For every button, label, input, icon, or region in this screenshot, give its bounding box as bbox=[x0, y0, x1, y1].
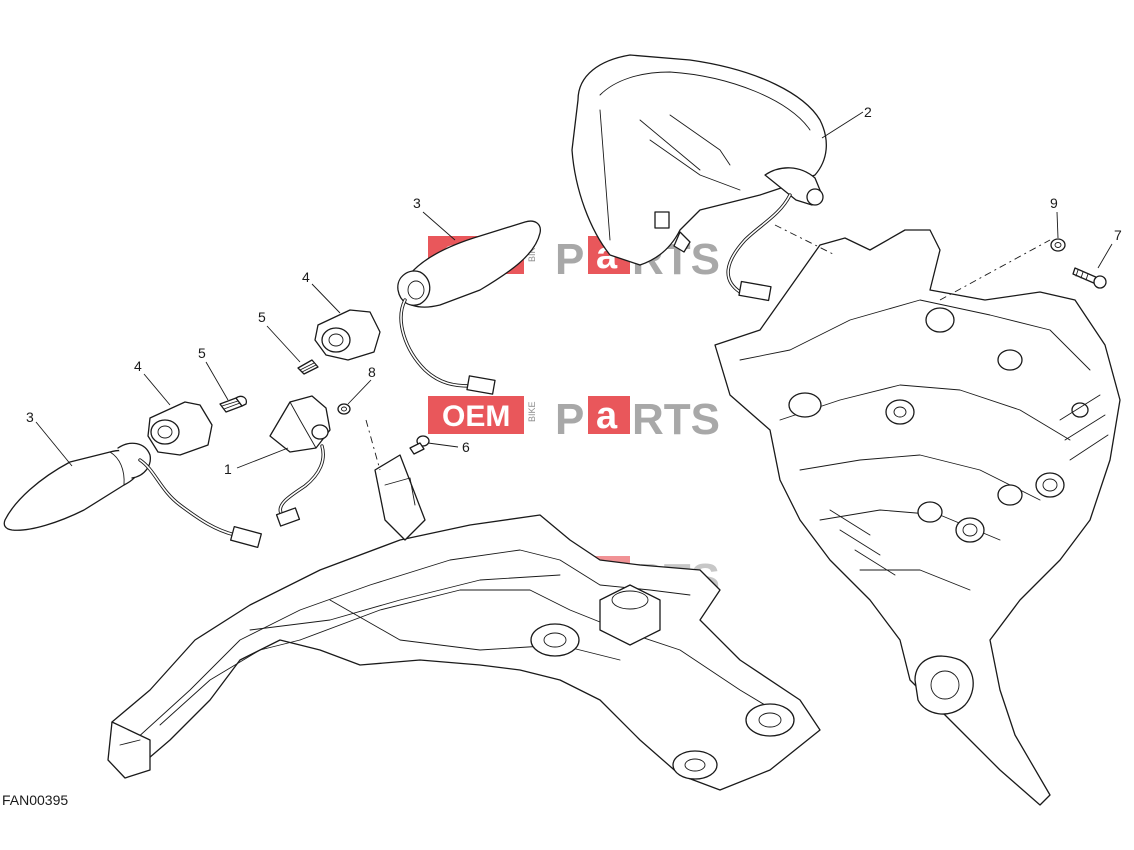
leader-4-left bbox=[143, 373, 171, 406]
licence-plate-bracket bbox=[107, 454, 821, 791]
svg-text:RTS: RTS bbox=[632, 395, 720, 444]
svg-text:P: P bbox=[555, 395, 584, 444]
bolt-7 bbox=[1072, 267, 1107, 289]
callout-8: 8 bbox=[368, 364, 376, 380]
callout-4-left: 4 bbox=[134, 358, 142, 374]
turn-indicator-left bbox=[3, 442, 262, 549]
callout-4-right: 4 bbox=[302, 269, 310, 285]
leader-5-right bbox=[266, 325, 301, 363]
svg-text:BIKE: BIKE bbox=[527, 401, 537, 422]
leader-9 bbox=[1056, 211, 1059, 239]
leader-4-right bbox=[311, 283, 341, 314]
leader-2 bbox=[821, 111, 864, 139]
tail-light bbox=[571, 54, 827, 302]
callout-2: 2 bbox=[864, 104, 872, 120]
svg-text:OEM: OEM bbox=[442, 400, 510, 433]
assembly-line-tail bbox=[774, 224, 836, 256]
svg-text:a: a bbox=[596, 395, 618, 437]
assembly-line-light bbox=[365, 419, 381, 471]
washer-9 bbox=[1050, 238, 1066, 252]
callout-5-left: 5 bbox=[198, 345, 206, 361]
drawing-code: FAN00395 bbox=[2, 792, 69, 808]
svg-text:P: P bbox=[555, 235, 584, 284]
licence-plate-light bbox=[269, 395, 331, 527]
watermark-middle: OEM BIKE P a RTS bbox=[428, 395, 720, 444]
callout-1: 1 bbox=[224, 461, 232, 477]
leader-5-left bbox=[205, 361, 229, 401]
indicator-mount-left bbox=[147, 401, 213, 456]
indicator-mount-right bbox=[314, 309, 381, 361]
bolt-6 bbox=[409, 435, 430, 455]
leader-1 bbox=[236, 447, 289, 469]
callout-9: 9 bbox=[1050, 195, 1058, 211]
callout-7: 7 bbox=[1114, 227, 1122, 243]
callout-3-left: 3 bbox=[26, 409, 34, 425]
callout-5-right: 5 bbox=[258, 309, 266, 325]
assembly-line-bolt bbox=[939, 239, 1051, 301]
screw-left bbox=[219, 395, 248, 413]
callout-6: 6 bbox=[462, 439, 470, 455]
screw-right bbox=[297, 359, 319, 375]
leader-3-left bbox=[35, 421, 73, 467]
turn-indicator-right bbox=[397, 220, 541, 395]
leader-6 bbox=[427, 442, 459, 448]
svg-text:BIKE: BIKE bbox=[527, 241, 537, 262]
leader-7 bbox=[1097, 243, 1113, 269]
washer-left bbox=[337, 403, 351, 415]
rear-undertray bbox=[714, 229, 1121, 806]
callout-3-right: 3 bbox=[413, 195, 421, 211]
leader-8 bbox=[347, 379, 372, 405]
leader-3-right bbox=[422, 211, 456, 241]
